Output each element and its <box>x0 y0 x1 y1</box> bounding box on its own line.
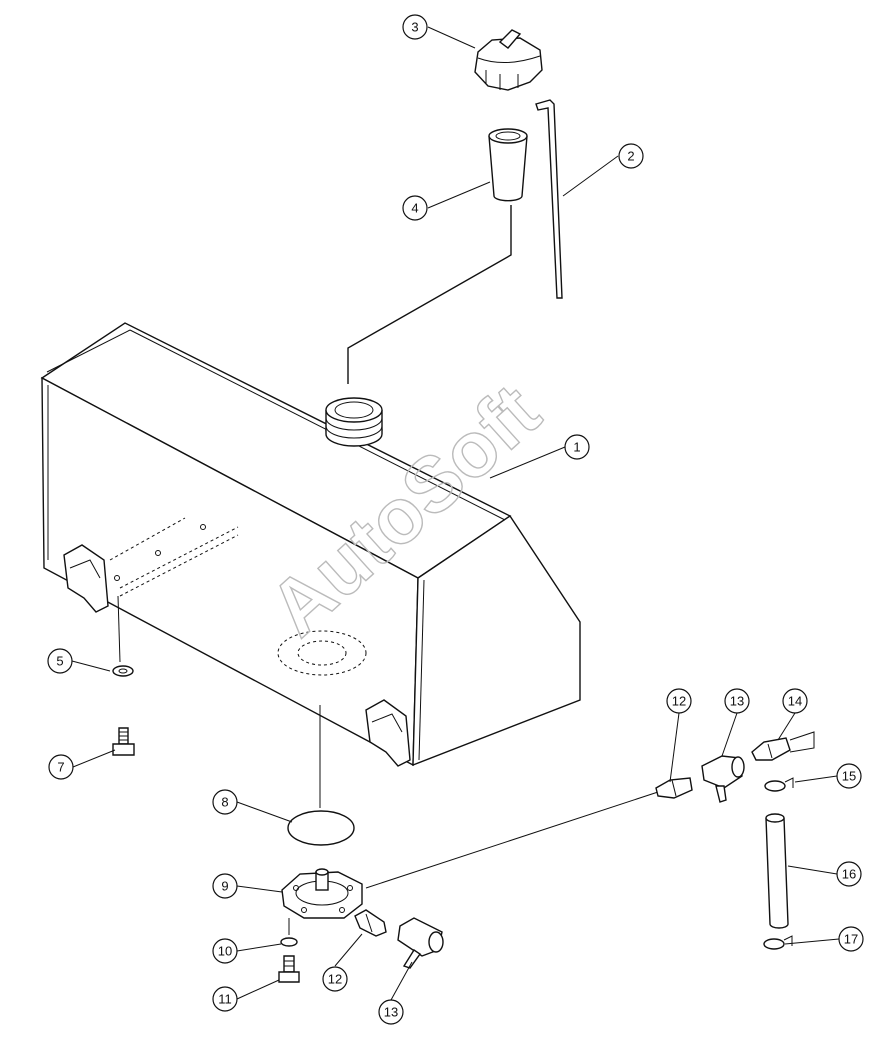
callout-12-upper-label: 12 <box>672 694 686 709</box>
drain-plate <box>281 868 363 919</box>
hose-fitting-upper <box>655 777 693 799</box>
gasket <box>287 810 355 846</box>
washer-10 <box>280 937 298 947</box>
callout-1-label: 1 <box>573 440 580 455</box>
callout-12-upper: 12 <box>666 688 692 714</box>
callout-7: 7 <box>48 754 74 780</box>
callout-11: 11 <box>212 986 238 1012</box>
callout-15-label: 15 <box>842 769 856 784</box>
bolt-11 <box>278 955 300 983</box>
fuel-tank <box>40 322 581 767</box>
callout-9: 9 <box>212 873 238 899</box>
callout-14: 14 <box>782 688 808 714</box>
callout-12-lower-label: 12 <box>328 972 342 987</box>
filler-strainer <box>488 128 528 202</box>
callout-15: 15 <box>836 763 862 789</box>
callout-12-lower: 12 <box>322 966 348 992</box>
callout-10-label: 10 <box>218 944 232 959</box>
hose-clamp-lower <box>763 935 793 950</box>
callout-16-label: 16 <box>842 867 856 882</box>
callout-9-label: 9 <box>221 879 228 894</box>
callout-16: 16 <box>836 861 862 887</box>
callout-3: 3 <box>402 14 428 40</box>
callout-5-label: 5 <box>56 654 63 669</box>
callout-10: 10 <box>212 938 238 964</box>
callout-3-label: 3 <box>411 20 418 35</box>
leader-line-4 <box>347 205 512 384</box>
callout-13-lower-label: 13 <box>384 1005 398 1020</box>
hose-clamp-upper <box>764 777 794 792</box>
callout-4: 4 <box>402 195 428 221</box>
leader-line-9-to-12 <box>365 791 659 889</box>
callout-1: 1 <box>564 434 590 460</box>
callout-8: 8 <box>212 789 238 815</box>
hose-fitting-lower <box>354 909 387 937</box>
fuel-hose <box>765 813 789 929</box>
washer-5 <box>112 665 134 677</box>
callout-13-upper-label: 13 <box>730 694 744 709</box>
callout-7-label: 7 <box>57 760 64 775</box>
bolt-7 <box>112 727 135 756</box>
callout-11-label: 11 <box>218 992 232 1007</box>
fuel-cock-lower <box>397 917 444 969</box>
fuel-cock-upper <box>701 755 745 803</box>
callout-17: 17 <box>838 926 864 952</box>
callout-2-label: 2 <box>627 149 634 164</box>
callout-4-label: 4 <box>411 201 418 216</box>
leader-line-5 <box>117 595 121 663</box>
filler-cap <box>474 29 543 91</box>
callout-2: 2 <box>618 143 644 169</box>
callout-17-label: 17 <box>844 932 858 947</box>
dipstick <box>535 99 563 299</box>
callout-leaders <box>71 26 840 1001</box>
callout-8-label: 8 <box>221 795 228 810</box>
callout-13-lower: 13 <box>378 999 404 1025</box>
callout-5: 5 <box>47 648 73 674</box>
callout-13-upper: 13 <box>724 688 750 714</box>
callout-14-label: 14 <box>788 694 802 709</box>
hose-connector <box>751 731 815 761</box>
